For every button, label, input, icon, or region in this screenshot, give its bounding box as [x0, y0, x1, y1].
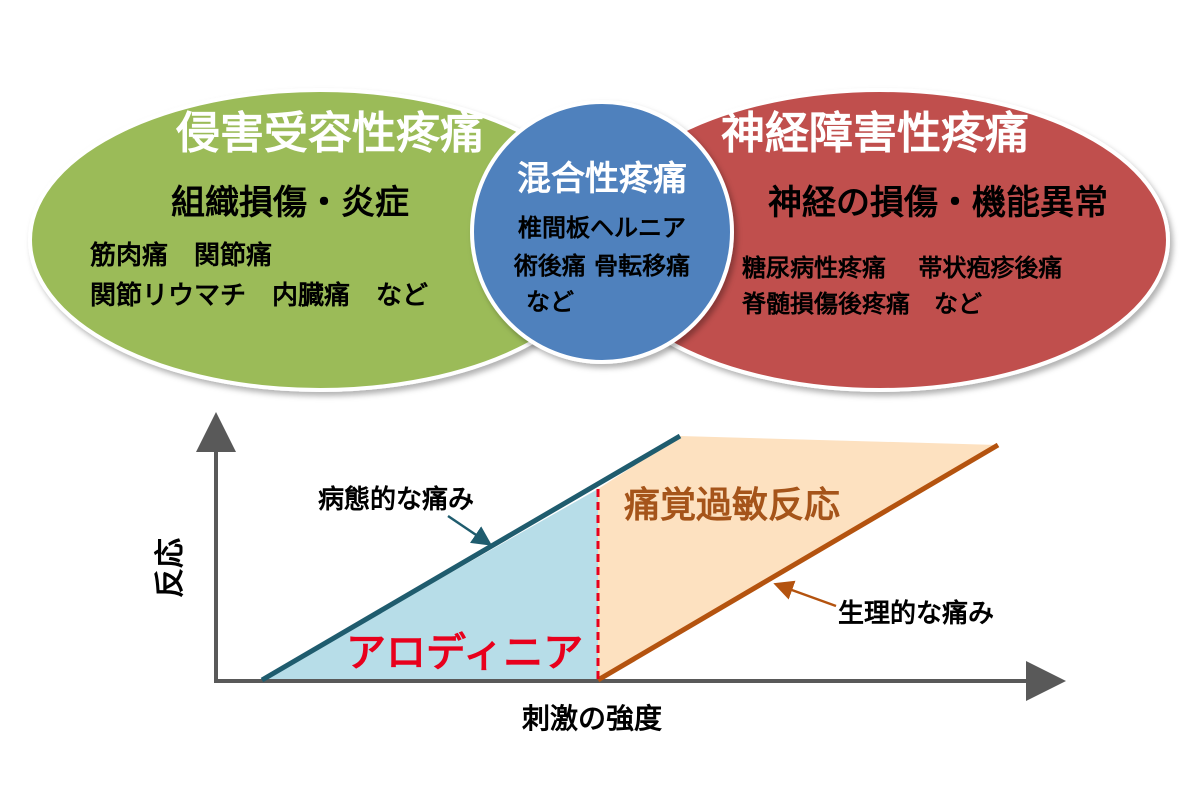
neuropathic-pain-title: 神経障害性疼痛 [721, 108, 1029, 159]
pathological-pain-label: 病態的な痛み [318, 484, 474, 515]
mixed-pain-circle [470, 100, 734, 364]
mixed-pain-examples-2: 術後痛 骨転移痛 [513, 252, 690, 280]
pain-response-graph: 反応 刺激の強度 病態的な痛み 生理的な痛み 痛覚過敏反応 アロディニア [153, 412, 1066, 735]
neuropathic-pain-examples-1: 糖尿病性疼痛 帯状疱疹後痛 [742, 254, 1062, 282]
mixed-pain-examples-1: 椎間板ヘルニア [518, 214, 686, 242]
physiological-pain-line [596, 442, 1000, 683]
allodynia-label: アロディニア [346, 630, 583, 676]
x-axis-label: 刺激の強度 [522, 702, 662, 735]
nociceptive-pain-examples-1: 筋肉痛 関節痛 [90, 240, 272, 271]
venn-diagram: 侵害受容性疼痛 組織損傷・炎症 筋肉痛 関節痛 関節リウマチ 内臓痛 など 混合… [28, 88, 1170, 392]
physiological-pain-pointer [773, 580, 837, 608]
neuropathic-pain-examples-2: 脊髄損傷後疼痛 など [741, 290, 982, 318]
mixed-pain-examples-3: など [526, 288, 574, 316]
nociceptive-pain-title: 侵害受容性疼痛 [175, 108, 484, 159]
hyperalgesia-label: 痛覚過敏反応 [624, 485, 840, 526]
nociceptive-pain-subtitle: 組織損傷・炎症 [171, 183, 409, 223]
neuropathic-pain-subtitle: 神経の損傷・機能異常 [768, 183, 1108, 223]
pathological-pain-line [260, 433, 682, 683]
nociceptive-pain-examples-2: 関節リウマチ 内臓痛 など [90, 280, 428, 311]
physiological-pain-label: 生理的な痛み [838, 598, 994, 629]
pathological-pain-pointer [447, 514, 493, 546]
y-axis-label: 反応 [153, 538, 188, 598]
mixed-pain-title: 混合性疼痛 [517, 159, 687, 199]
